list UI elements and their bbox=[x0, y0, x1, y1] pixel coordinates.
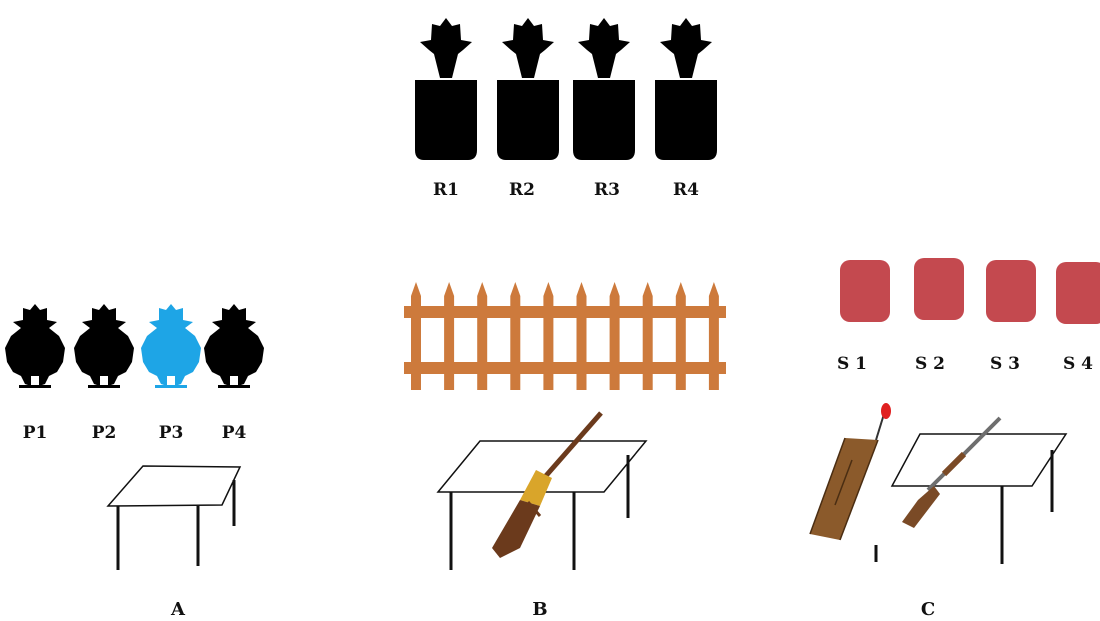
pistol-target-label: P2 bbox=[92, 423, 117, 443]
cowboy-silhouette-icon bbox=[415, 18, 477, 160]
cowboy-silhouette-icon bbox=[497, 18, 559, 160]
shotgun-target-label: S 4 bbox=[1063, 354, 1093, 374]
rifle-target-r3: R3 bbox=[573, 18, 635, 200]
crouching-cowboy-icon bbox=[5, 304, 65, 386]
cowboy-silhouette-icon bbox=[655, 18, 717, 160]
table-c: C bbox=[810, 403, 1066, 620]
shotgun-stock bbox=[902, 486, 940, 528]
table-b: B bbox=[438, 413, 646, 620]
shotgun-target-s2: S 2 bbox=[914, 258, 964, 374]
fence-picket bbox=[510, 282, 520, 390]
target-stand bbox=[19, 385, 51, 388]
fence-picket bbox=[676, 282, 686, 390]
rifle-target-r1: R1 bbox=[415, 18, 477, 200]
fence-picket bbox=[411, 282, 421, 390]
square-knockdown-icon bbox=[986, 260, 1036, 322]
square-knockdown-icon bbox=[840, 260, 890, 322]
case-body bbox=[810, 438, 878, 540]
crouching-cowboy-icon bbox=[74, 304, 134, 386]
shotgun-target-s1: S 1 bbox=[837, 260, 890, 374]
station-label-c: C bbox=[921, 599, 935, 620]
fence-picket bbox=[543, 282, 553, 390]
rifle-target-r4: R4 bbox=[655, 18, 717, 200]
square-knockdown-icon bbox=[914, 258, 964, 320]
cowboy-silhouette-icon bbox=[573, 18, 635, 160]
pistol-targets: P1 P2 P3 P4 bbox=[5, 304, 264, 443]
shotgun-targets: S 1 S 2 S 3 S 4 bbox=[837, 258, 1100, 374]
picket-fence-icon bbox=[404, 282, 726, 390]
station-label-a: A bbox=[170, 599, 186, 620]
target-stand bbox=[155, 385, 187, 388]
target-stand bbox=[88, 385, 120, 388]
rifle-target-label: R4 bbox=[673, 180, 699, 200]
rifle-target-label: R1 bbox=[433, 180, 459, 200]
fence-picket bbox=[610, 282, 620, 390]
table-a: A bbox=[108, 466, 240, 620]
pistol-target-p1: P1 bbox=[5, 304, 65, 443]
fence-picket bbox=[477, 282, 487, 390]
flag-pole bbox=[876, 414, 884, 440]
shotgun-target-s3: S 3 bbox=[986, 260, 1036, 374]
fence-picket bbox=[444, 282, 454, 390]
shotgun-target-s4: S 4 bbox=[1056, 262, 1100, 374]
crouching-cowboy-icon bbox=[204, 304, 264, 386]
shotgun-target-label: S 3 bbox=[990, 354, 1020, 374]
shotgun-target-label: S 2 bbox=[915, 354, 945, 374]
fence-picket bbox=[643, 282, 653, 390]
fence-picket bbox=[709, 282, 719, 390]
pistol-target-label: P1 bbox=[23, 423, 48, 443]
pistol-target-p3: P3 bbox=[141, 304, 201, 443]
pistol-target-p2: P2 bbox=[74, 304, 134, 443]
rifle-targets: R1 R2 R3 R4 bbox=[415, 18, 717, 200]
pistol-target-p4: P4 bbox=[204, 304, 264, 443]
pistol-target-label: P4 bbox=[222, 423, 247, 443]
rifle-target-label: R2 bbox=[509, 180, 535, 200]
target-stand bbox=[218, 385, 250, 388]
rifle-target-r2: R2 bbox=[497, 18, 559, 200]
crouching-cowboy-icon bbox=[141, 304, 201, 386]
gun-case-icon bbox=[810, 403, 891, 540]
flag-icon bbox=[881, 403, 891, 419]
pistol-target-label: P3 bbox=[159, 423, 184, 443]
square-knockdown-icon bbox=[1056, 262, 1100, 324]
station-label-b: B bbox=[532, 599, 547, 620]
table-icon bbox=[108, 466, 240, 506]
shotgun-target-label: S 1 bbox=[837, 354, 867, 374]
rifle-target-label: R3 bbox=[594, 180, 620, 200]
fence-picket bbox=[577, 282, 587, 390]
